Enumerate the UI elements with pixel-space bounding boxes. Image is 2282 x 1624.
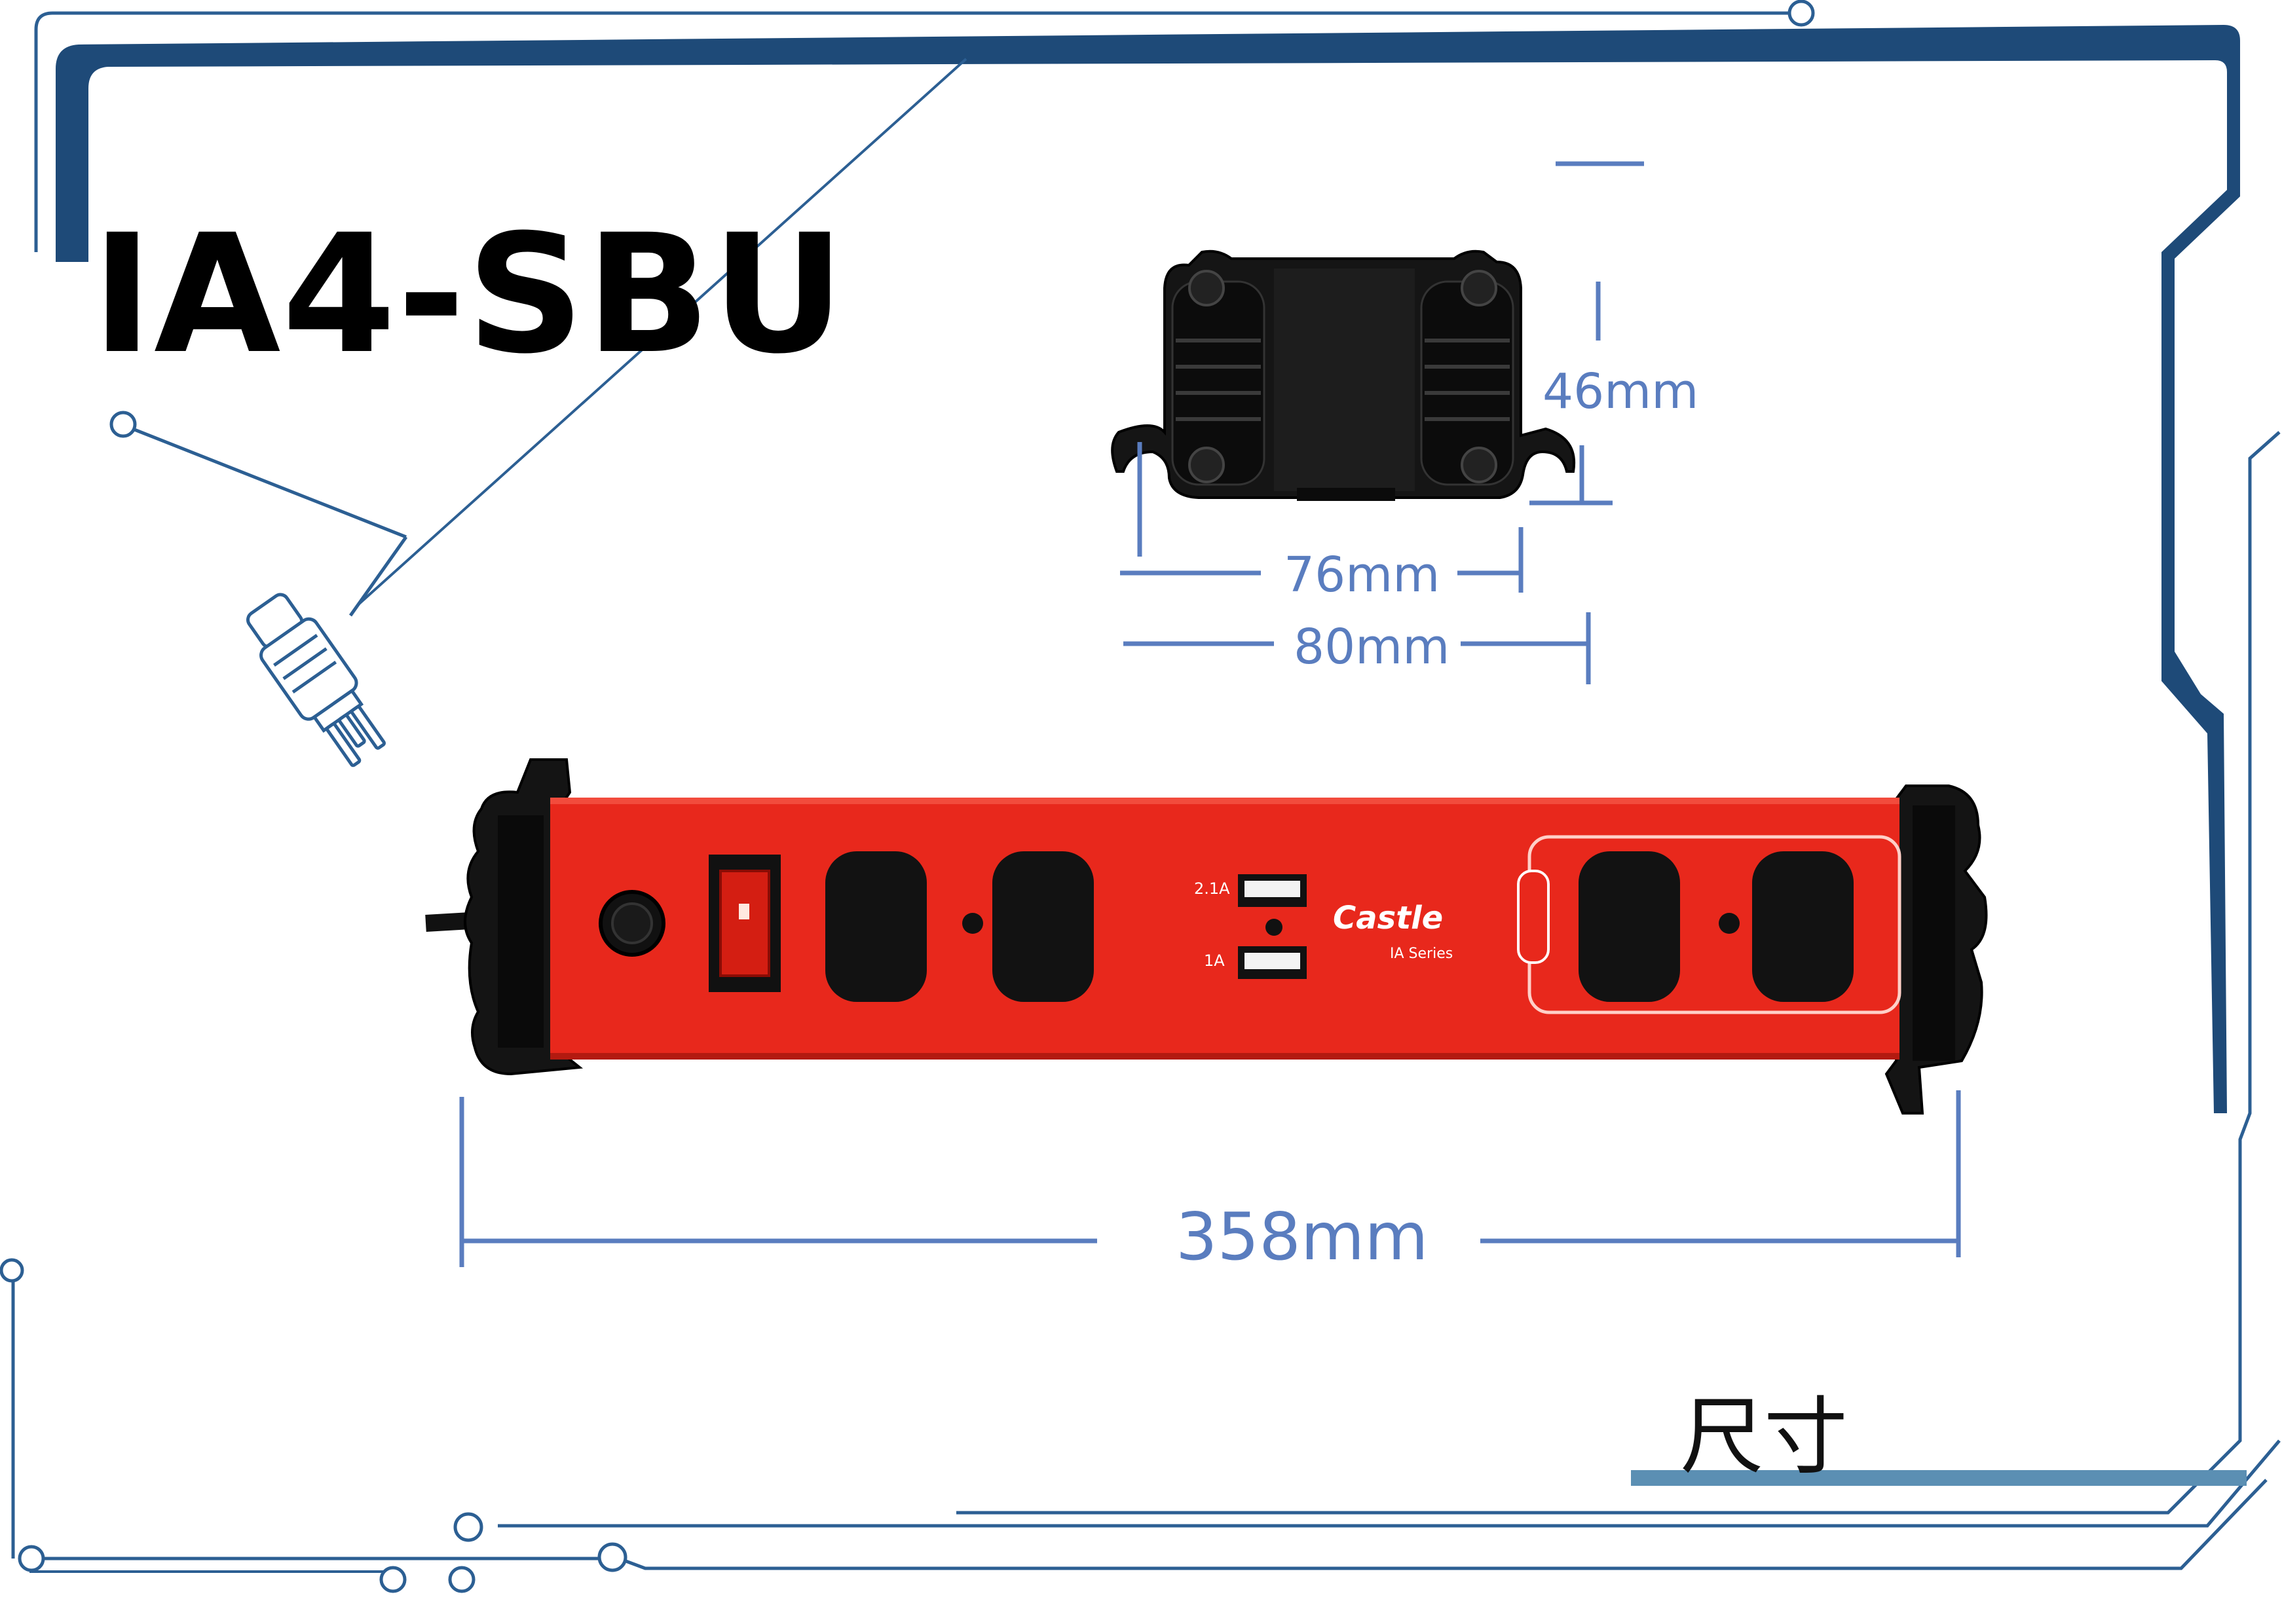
usb-ports: 2.1A 1A	[1194, 874, 1307, 979]
frame-node	[453, 1512, 483, 1542]
plug-cord-node	[109, 411, 137, 438]
brand-logo-text: Castle	[1333, 900, 1443, 936]
power-strip-side-view: 2.1A 1A Castle IA Series	[425, 758, 1988, 1115]
dimension-lines-length	[459, 1090, 1961, 1267]
plug-icon	[109, 411, 408, 767]
usb-1a-label: 1A	[1204, 951, 1225, 970]
frame-right-line	[956, 431, 2281, 1515]
series-label: IA Series	[1390, 946, 1453, 962]
frame-node	[448, 1566, 476, 1593]
bottom-accent-bar	[1631, 1470, 2247, 1486]
frame-outer-line	[34, 11, 1798, 252]
frame-node	[0, 1258, 24, 1283]
frame-diagonal-line	[356, 58, 967, 607]
usb-2a-label: 2.1A	[1194, 879, 1230, 898]
outlet-group-right	[1579, 851, 1854, 1002]
dimension-total-width-label: 80mm	[1294, 619, 1450, 675]
section-label: 尺寸	[1680, 1388, 1848, 1486]
outlet-group-left	[825, 851, 1094, 1002]
frame-right-line-2	[498, 1439, 2281, 1528]
plug-cord-line	[124, 424, 407, 539]
page-title: IA4-SBU	[92, 199, 846, 390]
dimension-length-label: 358mm	[1176, 1198, 1429, 1275]
plug-cord	[348, 536, 408, 617]
frame-node	[1787, 0, 1815, 27]
dimension-lines-end-view	[1120, 161, 1644, 684]
power-strip-end-view	[1111, 249, 1576, 501]
frame-node	[597, 1542, 627, 1572]
dimension-body-width-label: 76mm	[1284, 547, 1440, 603]
frame-bottom-line	[29, 1479, 2268, 1570]
frame-node	[18, 1545, 45, 1572]
dimension-height-label: 46mm	[1543, 363, 1699, 420]
frame-node	[379, 1566, 407, 1593]
